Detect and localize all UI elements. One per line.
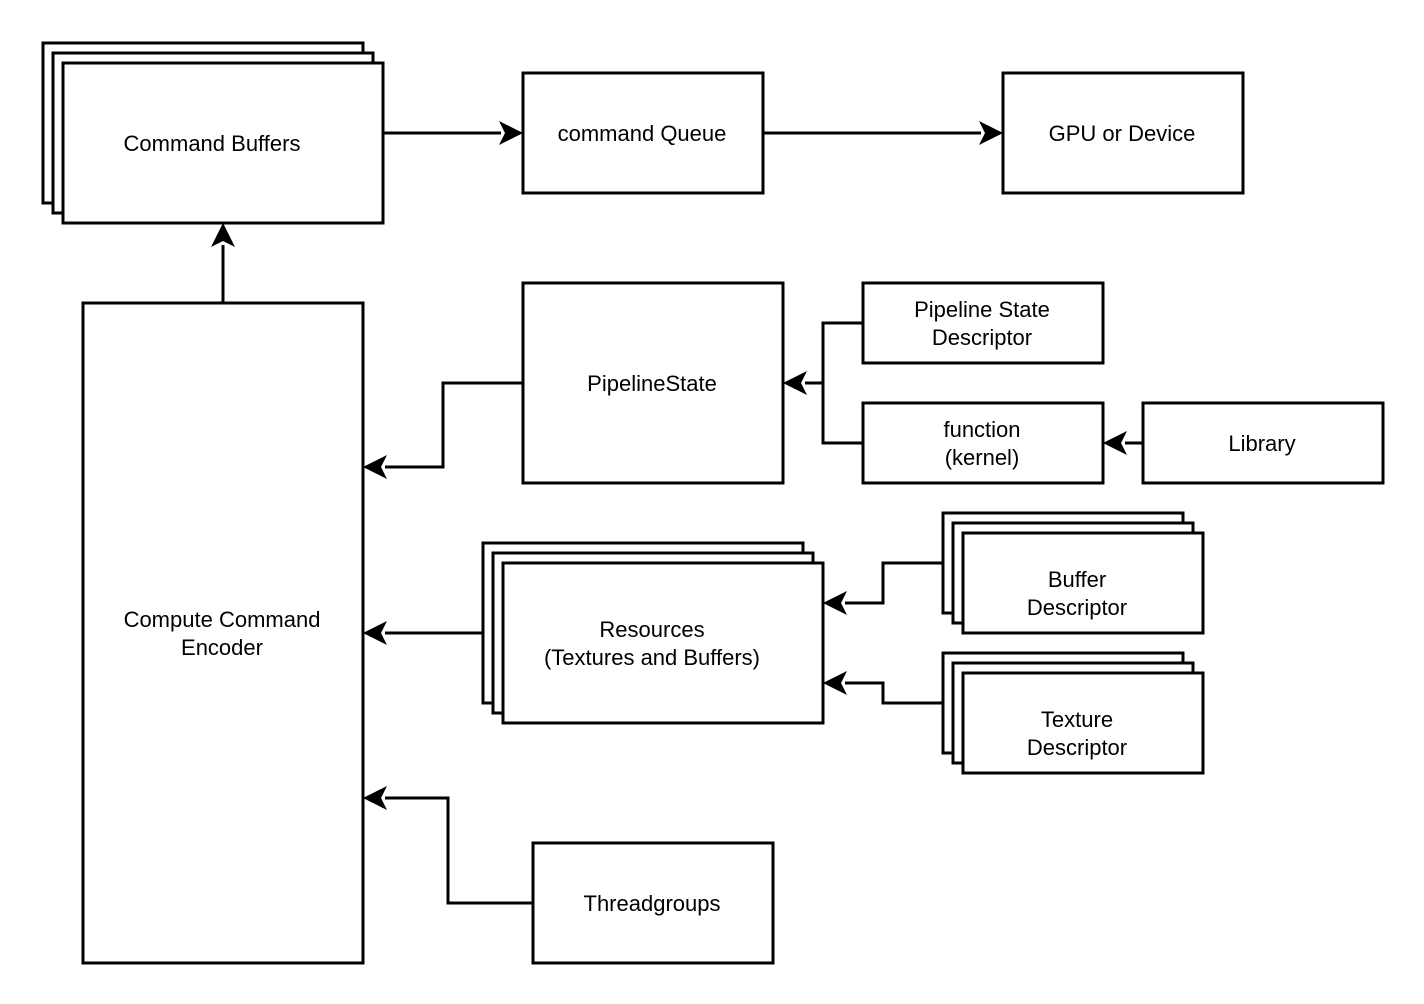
compute-command-encoder-label-line2: Encoder	[181, 635, 263, 660]
pipeline-state-descriptor-label-line1: Pipeline State	[914, 297, 1050, 322]
node-buffer-descriptor: Buffer Descriptor	[941, 511, 1205, 635]
resources-box	[501, 561, 825, 725]
buffer-descriptor-label-line1: Buffer	[1048, 567, 1106, 592]
arrowhead-icon	[363, 786, 387, 810]
function-kernel-box	[861, 401, 1105, 485]
edge-library-to-function	[1103, 431, 1143, 455]
pipeline-state-label: PipelineState	[587, 371, 717, 396]
gpu-or-device-label: GPU or Device	[1049, 121, 1196, 146]
function-kernel-label-line2: (kernel)	[945, 445, 1020, 470]
pipeline-state-box	[521, 281, 785, 485]
node-command-queue: command Queue	[521, 71, 765, 195]
node-function-kernel: function (kernel)	[861, 401, 1105, 485]
arrowhead-icon	[823, 671, 847, 695]
node-gpu-or-device: GPU or Device	[1001, 71, 1245, 195]
texture-descriptor-box	[961, 671, 1205, 775]
resources-label-line1: Resources	[599, 617, 704, 642]
arrowhead-icon	[979, 121, 1003, 145]
arrowhead-icon	[211, 223, 235, 247]
node-threadgroups: Threadgroups	[531, 841, 775, 965]
edge-line	[385, 381, 523, 469]
command-queue-label: command Queue	[558, 121, 727, 146]
pipeline-state-descriptor-box	[861, 281, 1105, 365]
edge-texture-descriptor-to-resources	[823, 671, 943, 705]
command-buffers-label: Command Buffers	[124, 131, 301, 156]
edge-line	[385, 796, 533, 905]
compute-command-encoder-label-line1: Compute Command	[124, 607, 321, 632]
pipeline-state-descriptor-label-line2: Descriptor	[932, 325, 1032, 350]
arrowhead-icon	[783, 371, 807, 395]
node-compute-command-encoder: Compute Command Encoder	[81, 301, 365, 965]
buffer-descriptor-box	[961, 531, 1205, 635]
node-pipeline-state-descriptor: Pipeline State Descriptor	[861, 281, 1105, 365]
function-kernel-label-line1: function	[943, 417, 1020, 442]
buffer-descriptor-label-line2: Descriptor	[1027, 595, 1127, 620]
edge-pipeline-descriptor-to-pipeline-state	[783, 321, 863, 395]
edge-threadgroups-to-encoder	[363, 786, 533, 905]
arrowhead-icon	[1103, 431, 1127, 455]
node-pipeline-state: PipelineState	[521, 281, 785, 485]
library-box	[1141, 401, 1385, 485]
edge-pipeline-state-to-encoder	[363, 381, 523, 479]
edge-buffer-descriptor-to-resources	[823, 561, 943, 615]
edge-function-to-pipeline-state	[821, 383, 863, 445]
threadgroups-label: Threadgroups	[584, 891, 721, 916]
arrowhead-icon	[823, 591, 847, 615]
command-buffers-box	[61, 61, 385, 225]
arrowhead-icon	[499, 121, 523, 145]
gpu-or-device-box	[1001, 71, 1245, 195]
node-resources: Resources (Textures and Buffers)	[481, 541, 825, 725]
edge-resources-to-encoder	[363, 621, 483, 645]
edge-encoder-to-command-buffers	[211, 223, 235, 303]
texture-descriptor-label-line2: Descriptor	[1027, 735, 1127, 760]
edge-line	[845, 561, 943, 605]
arrowhead-icon	[363, 621, 387, 645]
arrowhead-icon	[363, 455, 387, 479]
compute-command-encoder-box	[81, 301, 365, 965]
edge-line	[805, 321, 863, 385]
node-texture-descriptor: Texture Descriptor	[941, 651, 1205, 775]
edge-command-buffers-to-command-queue	[383, 121, 523, 145]
edge-line	[845, 681, 943, 705]
texture-descriptor-label-line1: Texture	[1041, 707, 1113, 732]
edge-command-queue-to-gpu	[763, 121, 1003, 145]
library-label: Library	[1228, 431, 1295, 456]
edge-line	[821, 383, 863, 445]
node-command-buffers: Command Buffers	[41, 41, 385, 225]
node-library: Library	[1141, 401, 1385, 485]
resources-label-line2: (Textures and Buffers)	[544, 645, 760, 670]
